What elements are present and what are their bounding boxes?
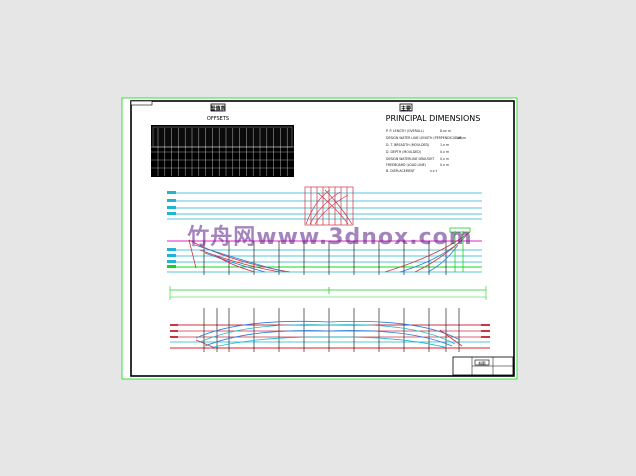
offsets-heading: OFFSETS (207, 116, 229, 122)
principal-heading: PRINCIPAL DIMENSIONS (386, 114, 481, 123)
offsets-heading-cn: 型值表 (210, 105, 226, 112)
dimension-label: DESIGN WATER LINE LENGTH (PERPENDICULAR) (386, 136, 463, 140)
waterline-tags (167, 191, 176, 268)
dimension-value: 0.x m (440, 150, 449, 154)
watermark-text: 竹舟网www.3dnox.com (186, 224, 472, 250)
dimension-value: 0.x m (440, 157, 449, 161)
title-block-label: 船图 (479, 361, 487, 366)
dimension-value: 1.x m (440, 143, 449, 147)
dimension-value: x.x t (430, 169, 438, 173)
half-breadth-plan (170, 308, 490, 352)
principal-stamp-icon (399, 103, 413, 112)
principal-heading-cn: 主要 (401, 105, 411, 112)
dimension-value: 0.x m (440, 163, 449, 167)
dimension-label: P. P. LENGTH (OVERALL) (386, 129, 424, 133)
dimension-label: FREEBOARD (LOAD LINE) (386, 163, 426, 167)
body-plan (304, 186, 354, 226)
dimension-list: P. P. LENGTH (OVERALL) 8.xx m DESIGN WAT… (386, 129, 466, 173)
offsets-stamp-icon (210, 103, 226, 112)
drawing-frame (130, 100, 515, 377)
dimension-label: D. T. BREADTH (MOULDED) (386, 143, 429, 147)
dimension-value: 7.xx m (455, 136, 466, 140)
length-dimension (169, 286, 487, 300)
dimension-value: 8.xx m (440, 129, 451, 133)
profile-curves (188, 227, 471, 273)
title-block: 船图 (452, 356, 514, 376)
dimension-label: B. DISPLACEMENT (386, 169, 415, 173)
dimension-label: D. DEPTH (MOULDED) (386, 150, 421, 154)
dimension-label: DESIGN WATERLINE DRAUGHT (386, 157, 434, 161)
frame-tab-icon (130, 100, 153, 106)
station-lines (203, 241, 447, 275)
title-block-icon (474, 359, 490, 366)
profile-waterlines (167, 192, 482, 273)
offsets-table (151, 125, 294, 177)
